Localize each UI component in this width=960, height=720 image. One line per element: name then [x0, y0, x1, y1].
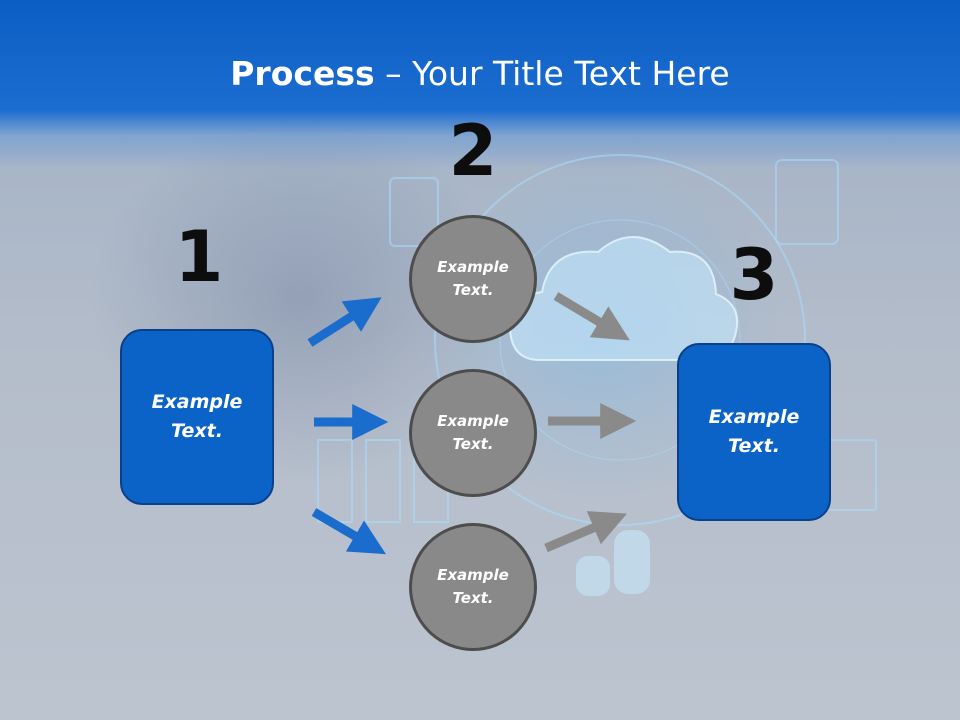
tablet-icon: [775, 159, 839, 245]
arrow-from-top-circle: [553, 292, 630, 341]
step-1-text: Example Text.: [151, 391, 243, 442]
step-3-box: Example Text.: [677, 343, 831, 521]
title-rest: – Your Title Text Here: [374, 54, 730, 93]
circle-top-text: Example Text.: [437, 258, 509, 299]
title-bold: Process: [230, 54, 375, 93]
step-number-2: 2: [448, 110, 498, 192]
step-number-3: 3: [729, 234, 779, 316]
step-2-circle-bottom: Example Text.: [409, 523, 537, 651]
step-2-circle-middle: Example Text.: [409, 369, 537, 497]
step-2-circle-top: Example Text.: [409, 215, 537, 343]
database-icon: [576, 530, 650, 596]
circle-bottom-text: Example Text.: [437, 566, 509, 607]
step-number-1: 1: [174, 216, 224, 298]
circle-middle-text: Example Text.: [437, 412, 509, 453]
arrow-to-bottom-circle: [311, 508, 386, 555]
slide-title: Process – Your Title Text Here: [0, 52, 960, 96]
arrow-from-bottom-circle: [544, 511, 627, 553]
arrow-to-top-circle: [307, 297, 382, 347]
step-1-box: Example Text.: [120, 329, 274, 505]
phone-icon: [389, 177, 439, 247]
step-3-text: Example Text.: [708, 406, 800, 457]
